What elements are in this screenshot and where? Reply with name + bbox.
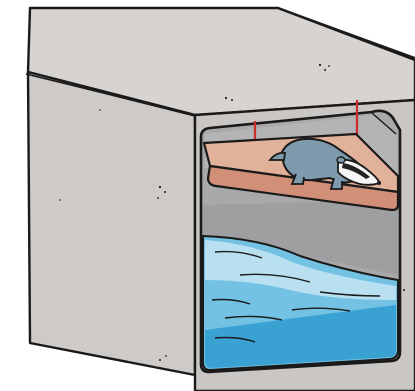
badger-ear [337, 157, 345, 163]
badger-nose [377, 181, 381, 185]
culvert-side-face [28, 72, 195, 375]
